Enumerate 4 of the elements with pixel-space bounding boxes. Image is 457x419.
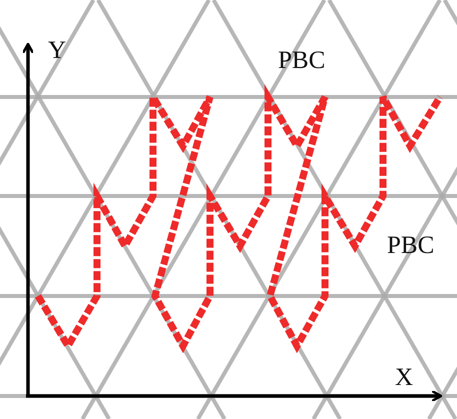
boundary-label: PBC <box>278 48 326 73</box>
axis-label: X <box>395 365 414 390</box>
boundary-label: PBC <box>387 233 434 258</box>
axis-label: Y <box>48 38 66 63</box>
